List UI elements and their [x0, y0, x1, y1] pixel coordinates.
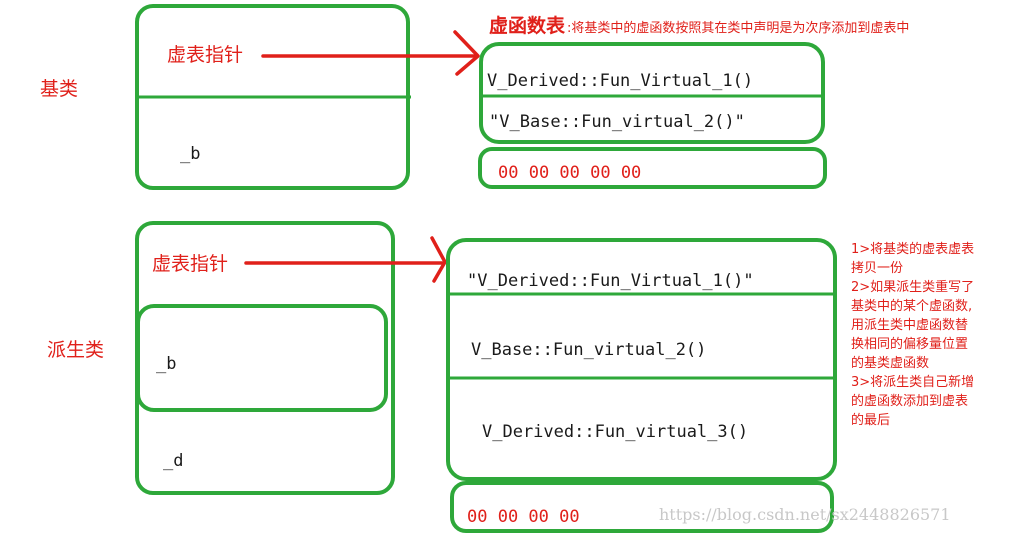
- note-line: 换相同的偏移量位置: [851, 336, 968, 352]
- derived-notes: 1>将基类的虚表虚表 拷贝一份 2>如果派生类重写了 基类中的某个虚函数, 用派…: [851, 241, 974, 428]
- base-member-b: _b: [180, 144, 200, 164]
- derived-vtable-entry-1: "V_Derived::Fun_Virtual_1()": [467, 271, 754, 291]
- derived-member-d: _d: [163, 451, 183, 471]
- derived-vptr-label: 虚表指针: [152, 253, 228, 275]
- watermark: https://blog.csdn.net/sx2448826571: [659, 505, 951, 524]
- base-vtable-terminator-box: [478, 147, 827, 189]
- base-vptr-label: 虚表指针: [167, 44, 243, 66]
- note-line: 用派生类中虚函数替: [851, 318, 968, 333]
- base-vtable-terminator: 00 00 00 00 00: [498, 163, 641, 183]
- derived-base-subobject-box: [136, 304, 388, 412]
- vtable-note-title: 虚函数表: [489, 14, 566, 37]
- derived-vtable-terminator-box: [450, 481, 834, 533]
- base-class-label: 基类: [40, 78, 78, 100]
- note-line: 1>将基类的虚表虚表: [851, 241, 974, 257]
- vtable-note-text: :将基类中的虚函数按照其在类中声明是为次序添加到虚表中: [567, 20, 909, 36]
- base-vtable-entry-1: V_Derived::Fun_Virtual_1(): [487, 71, 753, 91]
- derived-class-label: 派生类: [47, 339, 104, 361]
- derived-vptr-arrow: [244, 236, 447, 283]
- note-line: 的基类虚函数: [851, 355, 929, 371]
- derived-member-b: _b: [156, 354, 176, 374]
- derived-vtable-box: [446, 238, 837, 481]
- base-vtable-entry-2: "V_Base::Fun_virtual_2()": [489, 112, 745, 132]
- vtable-note: 虚函数表:将基类中的虚函数按照其在类中声明是为次序添加到虚表中: [489, 14, 909, 37]
- note-line: 3>将派生类自己新增: [851, 374, 974, 390]
- note-line: 2>如果派生类重写了: [851, 279, 974, 295]
- note-line: 的最后: [851, 412, 890, 428]
- note-line: 基类中的某个虚函数,: [851, 298, 972, 314]
- derived-vtable-entry-3: V_Derived::Fun_virtual_3(): [482, 422, 748, 442]
- derived-vtable-entry-2: V_Base::Fun_virtual_2(): [471, 340, 706, 360]
- base-vtable-box: [479, 42, 825, 144]
- note-line: 的虚函数添加到虚表: [851, 393, 968, 409]
- note-line: 拷贝一份: [851, 261, 903, 276]
- base-vptr-arrow: [261, 30, 480, 76]
- derived-vtable-terminator: 00 00 00 00: [467, 507, 580, 527]
